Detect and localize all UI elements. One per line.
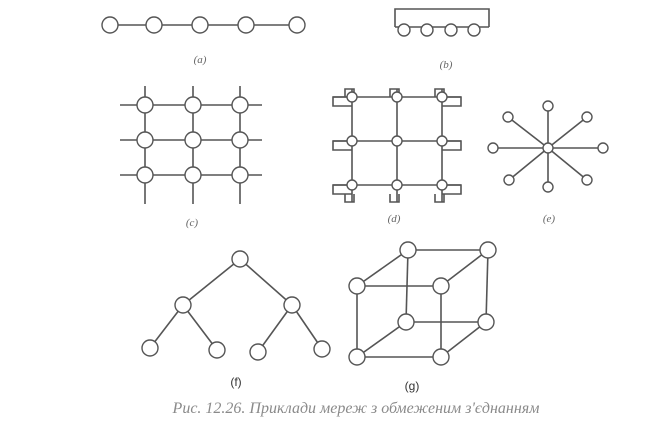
edge bbox=[182, 258, 241, 306]
node bbox=[432, 348, 450, 366]
node bbox=[399, 241, 417, 259]
node bbox=[542, 100, 554, 112]
node bbox=[136, 131, 154, 149]
node bbox=[479, 241, 497, 259]
wrap-edge bbox=[389, 194, 400, 203]
node bbox=[283, 296, 301, 314]
edge bbox=[182, 304, 218, 351]
edge bbox=[547, 116, 588, 149]
node bbox=[231, 131, 249, 149]
label-c: (c) bbox=[186, 217, 199, 229]
edge bbox=[356, 321, 407, 358]
node bbox=[391, 179, 403, 191]
node bbox=[487, 142, 499, 154]
node bbox=[136, 166, 154, 184]
node bbox=[502, 111, 514, 123]
node bbox=[597, 142, 609, 154]
node bbox=[397, 313, 415, 331]
node bbox=[391, 135, 403, 147]
figure-caption: Рис. 12.26. Приклади мереж з обмеженим з… bbox=[172, 400, 540, 417]
edge bbox=[291, 304, 323, 350]
edge bbox=[507, 116, 549, 149]
node bbox=[191, 16, 209, 34]
node bbox=[477, 313, 495, 331]
label-e: (e) bbox=[543, 213, 556, 225]
node bbox=[391, 91, 403, 103]
label-g: (g) bbox=[405, 379, 420, 393]
wrap-edge bbox=[434, 194, 445, 203]
node bbox=[581, 111, 593, 123]
node bbox=[346, 135, 358, 147]
node bbox=[432, 277, 450, 295]
root-node bbox=[231, 250, 249, 268]
node bbox=[231, 166, 249, 184]
node bbox=[184, 131, 202, 149]
node bbox=[346, 179, 358, 191]
diagram-e-star: (e) bbox=[487, 100, 609, 225]
edge bbox=[440, 321, 487, 358]
label-d: (d) bbox=[388, 213, 401, 225]
node bbox=[184, 96, 202, 114]
node bbox=[288, 16, 306, 34]
node bbox=[101, 16, 119, 34]
node bbox=[420, 23, 434, 37]
label-a: (a) bbox=[194, 54, 207, 66]
node bbox=[444, 23, 458, 37]
diagram-f-tree: (f) bbox=[141, 250, 331, 389]
edge bbox=[485, 249, 489, 323]
edge bbox=[547, 147, 588, 181]
node bbox=[237, 16, 255, 34]
node bbox=[542, 181, 554, 193]
wrap-edge bbox=[344, 194, 355, 203]
node bbox=[581, 174, 593, 186]
node bbox=[174, 296, 192, 314]
node bbox=[184, 166, 202, 184]
leaf-node bbox=[249, 343, 267, 361]
node bbox=[436, 91, 448, 103]
node bbox=[467, 23, 481, 37]
node bbox=[231, 96, 249, 114]
edge bbox=[440, 249, 489, 287]
edge bbox=[239, 258, 293, 306]
leaf-node bbox=[313, 340, 331, 358]
label-b: (b) bbox=[440, 59, 453, 71]
node bbox=[436, 179, 448, 191]
edge bbox=[356, 249, 409, 287]
leaf-node bbox=[141, 339, 159, 357]
node bbox=[346, 91, 358, 103]
edge bbox=[149, 304, 184, 349]
diagram-g-cube: (g) bbox=[348, 241, 497, 393]
diagram-d-torus: (d) bbox=[332, 88, 462, 225]
node bbox=[348, 348, 366, 366]
diagram-b-ring: (b) bbox=[394, 8, 490, 71]
node bbox=[136, 96, 154, 114]
node bbox=[397, 23, 411, 37]
diagram-a-linear-array: (a) bbox=[101, 16, 306, 66]
node bbox=[503, 174, 515, 186]
leaf-node bbox=[208, 341, 226, 359]
diagram-c-mesh: (c) bbox=[120, 86, 262, 229]
node bbox=[436, 135, 448, 147]
ring-wrap-edge bbox=[394, 8, 490, 27]
hub-node bbox=[542, 142, 554, 154]
label-f: (f) bbox=[230, 375, 241, 389]
edge bbox=[508, 147, 549, 181]
node bbox=[145, 16, 163, 34]
node bbox=[348, 277, 366, 295]
edge bbox=[257, 304, 293, 353]
